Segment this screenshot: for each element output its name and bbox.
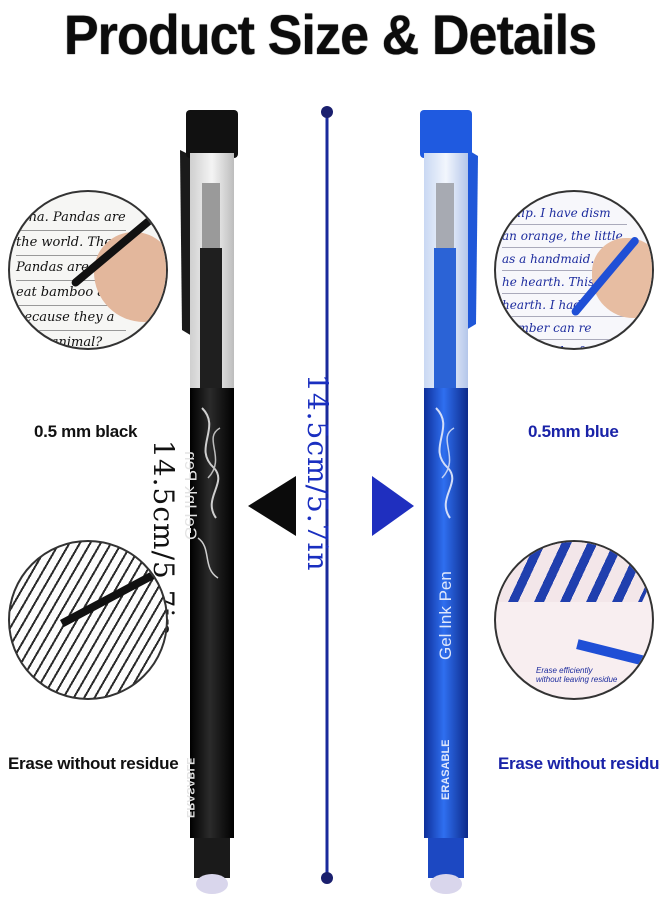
black-pen-eraser (196, 874, 228, 894)
page-title: Product Size & Details (63, 3, 597, 66)
arrow-right-icon (372, 476, 414, 536)
black-pen-erasable: ERASABLE (184, 757, 196, 818)
blue-pen-brand: Gel Ink Pen (436, 571, 455, 660)
blue-pen-eraser (430, 874, 462, 894)
blue-writing-lines: ldhip. I have dism an orange, the little… (502, 202, 628, 348)
blue-writing-sample: ldhip. I have dism an orange, the little… (494, 190, 654, 350)
black-erase-sample (8, 540, 168, 700)
black-writing-sample: hina. Pandas are the world. The Pandas a… (8, 190, 168, 350)
blue-caption: 0.5mm blue (528, 422, 619, 441)
measure-dot-bottom (321, 872, 333, 884)
black-pen-clip (180, 150, 192, 336)
black-caption: 0.5 mm black (34, 422, 138, 441)
measure-label-blue: 14.5cm/5.7in (301, 374, 334, 572)
blue-pen-erasable: ERASABLE (440, 739, 452, 800)
blue-erase-caption: Erase without residue (498, 754, 660, 773)
blue-erase-sample: Erase efficiently without leaving residu… (494, 540, 654, 700)
black-writing-lines: hina. Pandas are the world. The Pandas a… (16, 206, 126, 348)
blue-pen (420, 110, 478, 894)
blue-sample-text: Erase efficiently without leaving residu… (536, 666, 618, 684)
black-pen-brand: Gel Ink Pen (181, 451, 200, 540)
blue-pen-clip (466, 150, 478, 330)
blue-pen-row (496, 542, 652, 602)
measure-dot-top (321, 106, 333, 118)
black-pen (180, 110, 238, 894)
black-erase-caption: Erase without residue (8, 754, 179, 773)
arrow-left-icon (248, 476, 296, 536)
